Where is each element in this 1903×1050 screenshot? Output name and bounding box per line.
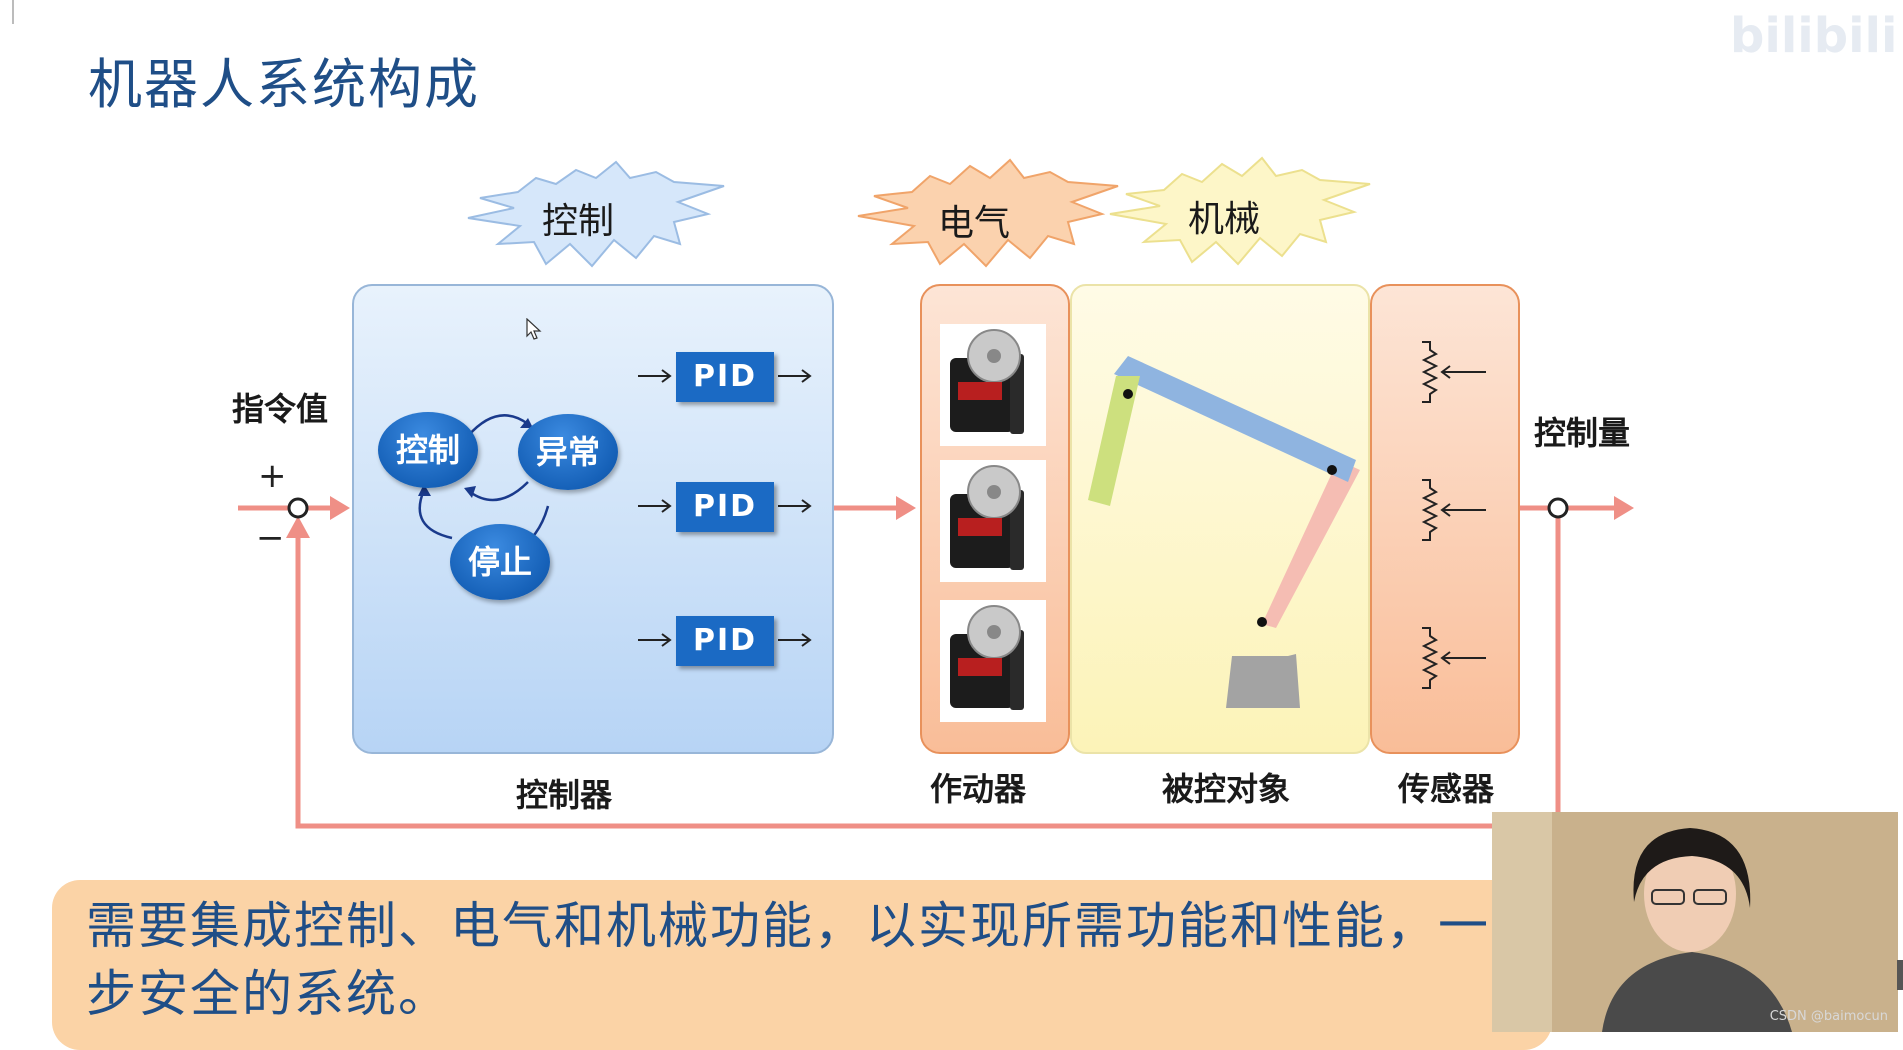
mouse-cursor-icon: [526, 318, 542, 340]
feedback-arrowhead: [286, 516, 310, 538]
scrollbar-thumb[interactable]: [1897, 960, 1903, 990]
mechanical-burst: [1109, 156, 1371, 266]
presenter-silhouette: [1492, 812, 1898, 1032]
servo-motor-image-3: [940, 600, 1046, 722]
command-value-label: 指令值: [232, 390, 329, 428]
state-stop-node: 停止: [450, 524, 550, 600]
pid-arrows: [638, 369, 812, 647]
actuator-label: 作动器: [930, 770, 1027, 808]
state-abnormal-node: 异常: [518, 414, 618, 490]
state-control-node: 控制: [378, 412, 478, 488]
summing-junction: [287, 497, 309, 519]
servo-motor-image-1: [940, 324, 1046, 446]
feedback-line: [295, 508, 1561, 829]
control-burst-label: 控制: [542, 201, 615, 242]
plant-label: 被控对象: [1162, 770, 1291, 808]
window-edge-line: [12, 0, 14, 24]
sensor-label: 传感器: [1398, 770, 1495, 808]
pid-block-3: PID: [676, 616, 774, 666]
robot-arm-illustration: [1088, 356, 1360, 708]
controller-label: 控制器: [516, 776, 613, 814]
csdn-credit: CSDN @baimocun: [1769, 1009, 1888, 1024]
servo-motor-image-2: [940, 460, 1046, 582]
plus-sign: +: [258, 456, 287, 496]
pid-block-2: PID: [676, 482, 774, 532]
minus-sign: −: [256, 518, 285, 558]
potentiometer-symbols: [1421, 341, 1486, 689]
input-arrowhead: [330, 496, 350, 520]
slide-title: 机器人系统构成: [88, 53, 480, 116]
control-burst: [467, 160, 725, 268]
presenter-webcam: CSDN @baimocun: [1492, 812, 1898, 1032]
pid-block-1: PID: [676, 352, 774, 402]
bilibili-watermark: bilibili: [1730, 8, 1898, 64]
mechanical-burst-label: 机械: [1188, 199, 1261, 240]
electric-burst: [857, 158, 1119, 268]
electric-burst-label: 电气: [938, 203, 1011, 244]
sensor-panel: [1370, 284, 1520, 754]
summary-banner-text: 需要集成控制、电气和机械功能，以实现所需功能和性能，一步安全的系统。: [86, 897, 1490, 1023]
summary-banner: [52, 880, 1552, 1050]
control-output-label: 控制量: [1534, 414, 1631, 452]
output-arrowhead: [1614, 496, 1634, 520]
output-takeoff-point: [1547, 497, 1569, 519]
actuator-arrowhead: [896, 496, 916, 520]
